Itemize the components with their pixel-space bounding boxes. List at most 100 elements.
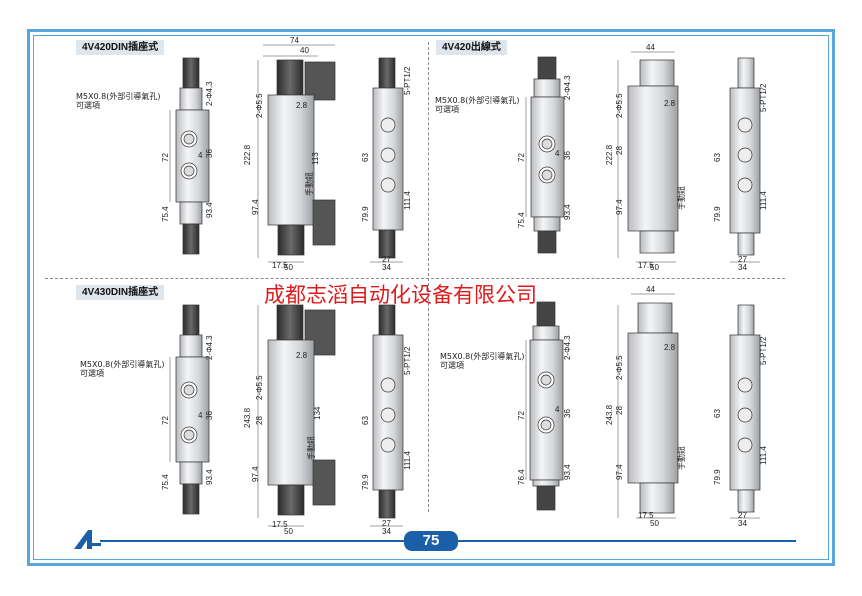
valve-side-br: [627, 302, 679, 514]
note-model-tl: M5X0.8(外部引導氣孔): [76, 92, 161, 101]
inner-frame: [33, 35, 829, 560]
page-number: 75: [404, 531, 458, 551]
dim-2phi55-br: 2-Φ5.5: [615, 355, 624, 380]
dim-97-4-tl: 97.4: [251, 199, 260, 215]
note-option-bl: 可選項: [80, 369, 104, 378]
dim-manual-br: 手動鈕: [676, 446, 686, 470]
dim-5pt-br: 5-PT1/2: [759, 336, 768, 365]
dim-79-9-tl: 79.9: [361, 206, 370, 222]
dim-93-4-br: 93.4: [563, 464, 572, 480]
dim-17-5-tr: 17.5: [638, 261, 654, 270]
dim-17-5-bl: 17.5: [272, 520, 288, 529]
dim-79-9-tr: 79.9: [713, 206, 722, 222]
dim-4-br: 4: [555, 405, 560, 414]
dim-2-8-bl: 2.8: [296, 351, 308, 360]
dim-93-4-bl: 93.4: [205, 469, 214, 485]
dim-27-tl: 27: [382, 255, 391, 264]
dim-manual-tl: 手動鈕: [304, 172, 314, 196]
valve-front-bl: [175, 304, 210, 515]
note-tl: M5X0.8(外部引導氣孔) 可選項: [76, 92, 160, 110]
dim-50-tr: 50: [650, 263, 659, 272]
dim-manual-bl: 手動鈕: [306, 436, 316, 460]
dim-27-bl: 27: [382, 519, 391, 528]
panel-title-4v430din: 4V430DIN插座式: [76, 285, 165, 300]
dim-5pt-bl: 5-PT1/2: [403, 346, 412, 375]
dim-44-tr: 44: [646, 43, 655, 52]
dim-72-br: 72: [517, 411, 526, 420]
dim-2-8-br: 2.8: [664, 343, 676, 352]
dimension-lines: [169, 44, 760, 527]
dim-5pt-tl: 5-PT1/2: [403, 66, 412, 95]
watermark-company: 成都志滔自动化设备有限公司: [264, 283, 537, 307]
dim-2phi55-tl: 2-Φ5.5: [255, 93, 264, 118]
dim-2-8-tr: 2.8: [664, 99, 676, 108]
airtac-logo-icon: [74, 530, 101, 549]
valve-end-bl: [372, 304, 404, 519]
dim-97-4-br: 97.4: [615, 464, 624, 480]
valve-front-tl: [175, 57, 210, 255]
dim-34-br: 34: [738, 519, 747, 528]
dim-111-4-tl: 111.4: [403, 191, 412, 210]
dim-2phi55-tr: 2-Φ5.5: [615, 93, 624, 118]
dim-44-br: 44: [646, 285, 655, 294]
valve-front-br: [529, 301, 564, 511]
dim-72-tl: 72: [161, 153, 170, 162]
dim-93-4-tl: 93.4: [205, 202, 214, 218]
dim-74: 74: [290, 36, 299, 45]
valve-end-tr: [729, 57, 761, 256]
dim-36-bl: 36: [205, 411, 214, 420]
dim-36-tr: 36: [563, 151, 572, 160]
dim-93-4-tr: 93.4: [563, 204, 572, 220]
dim-40: 40: [300, 46, 309, 55]
note-br: M5X0.8(外部引導氣孔) 可選項: [440, 352, 524, 370]
dim-2phi55-bl: 2-Φ5.5: [255, 375, 264, 400]
dim-28-br: 28: [615, 406, 624, 415]
dim-manual-tr: 手動鈕: [676, 186, 686, 210]
dim-63-tr: 63: [713, 153, 722, 162]
valve-side-tr: [627, 59, 679, 254]
dim-75-4-tl: 75.4: [161, 206, 170, 222]
dim-72-tr: 72: [517, 153, 526, 162]
dim-34-bl: 34: [382, 527, 391, 536]
dim-50-br: 50: [650, 519, 659, 528]
dim-113: 113: [311, 152, 320, 165]
dim-243-8-br: 243.8: [605, 404, 614, 425]
dim-111-4-tr: 111.4: [759, 191, 768, 210]
dim-63-bl: 63: [361, 416, 370, 425]
valve-front-tr: [530, 56, 565, 254]
dim-2phi43-tr: 2-Φ4.3: [563, 75, 572, 100]
dim-5pt-tr: 5-PT1/2: [759, 83, 768, 112]
note-option-br: 可選項: [440, 361, 464, 370]
note-tr: M5X0.8(外部引導氣孔) 可選項: [435, 96, 519, 114]
dim-50-bl: 50: [284, 527, 293, 536]
dim-222-8-tl: 222.8: [243, 144, 252, 165]
note-option-tr: 可選項: [435, 105, 459, 114]
panel-title-4v420din: 4V420DIN插座式: [76, 40, 165, 55]
dim-4-tl: 4: [198, 151, 203, 160]
dim-2phi43-br: 2-Φ4.3: [563, 335, 572, 360]
panel-title-4v420-wired: 4V420出線式: [436, 40, 507, 55]
dim-243-8-bl: 243.8: [243, 407, 252, 428]
dim-75-4-bl: 75.4: [161, 474, 170, 490]
horizontal-divider: [45, 278, 785, 279]
dim-63-tl: 63: [361, 153, 370, 162]
dim-2phi43-tl: 2-Φ4.3: [205, 81, 214, 106]
valve-end-br: [729, 304, 761, 513]
valve-side-tl: [267, 59, 336, 256]
dim-28-tr: 28: [615, 146, 624, 155]
dim-36-br: 36: [563, 409, 572, 418]
dim-72-bl: 72: [161, 416, 170, 425]
outer-frame: [27, 29, 835, 566]
note-model-bl: M5X0.8(外部引導氣孔): [80, 360, 165, 369]
dim-27-tr: 27: [738, 255, 747, 264]
dim-4-bl: 4: [198, 411, 203, 420]
dim-63-br: 63: [713, 409, 722, 418]
dim-75-4-tr: 75.4: [517, 212, 526, 228]
dim-111-4-bl: 111.4: [403, 451, 412, 470]
dim-134: 134: [313, 406, 322, 420]
dim-36-tl: 36: [205, 149, 214, 158]
dim-28-bl: 28: [255, 416, 264, 425]
dim-2phi43-bl: 2-Φ4.3: [205, 335, 214, 360]
dim-34-tl: 34: [382, 263, 391, 272]
